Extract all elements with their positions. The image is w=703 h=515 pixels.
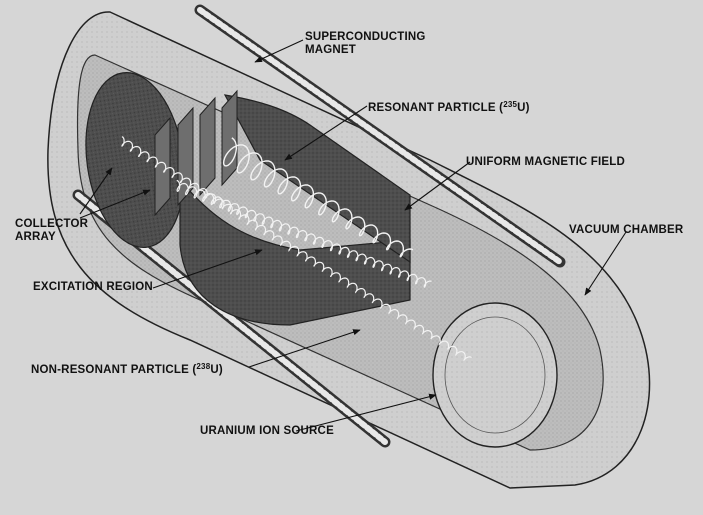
non-resonant-mass: 238: [196, 362, 211, 371]
particle-paths: [121, 136, 472, 361]
label-resonant-particle: RESONANT PARTICLE (235U): [368, 98, 530, 115]
label-excitation-region: EXCITATION REGION: [33, 281, 153, 293]
resonant-mass: 235: [503, 100, 518, 109]
label-uranium-ion-source: URANIUM ION SOURCE: [200, 425, 334, 437]
label-uniform-magnetic-field: UNIFORM MAGNETIC FIELD: [466, 156, 625, 168]
label-non-resonant-particle: NON-RESONANT PARTICLE (238U): [31, 360, 223, 377]
label-collector-array: COLLECTOR ARRAY: [15, 218, 88, 244]
non-resonant-path-mid: [176, 179, 432, 288]
resonant-prefix: RESONANT PARTICLE (: [368, 102, 504, 114]
leader-lines: [79, 39, 627, 432]
collector-plates: [154, 89, 238, 217]
non-resonant-path-upper: [121, 136, 472, 361]
uranium-ion-source-disc: [432, 302, 558, 448]
label-vacuum-chamber: VACUUM CHAMBER: [569, 224, 684, 236]
resonant-path: [222, 137, 414, 258]
label-magnet-line2: MAGNET: [305, 44, 357, 56]
resonant-suffix: U): [517, 102, 530, 114]
non-resonant-prefix: NON-RESONANT PARTICLE (: [31, 364, 197, 376]
non-resonant-suffix: U): [210, 364, 223, 376]
label-superconducting-line1: SUPERCONDUCTING: [305, 31, 426, 43]
label-array-line2: ARRAY: [15, 231, 56, 243]
label-superconducting-magnet: SUPERCONDUCTING MAGNET: [305, 31, 426, 57]
label-collector-line1: COLLECTOR: [15, 218, 89, 230]
